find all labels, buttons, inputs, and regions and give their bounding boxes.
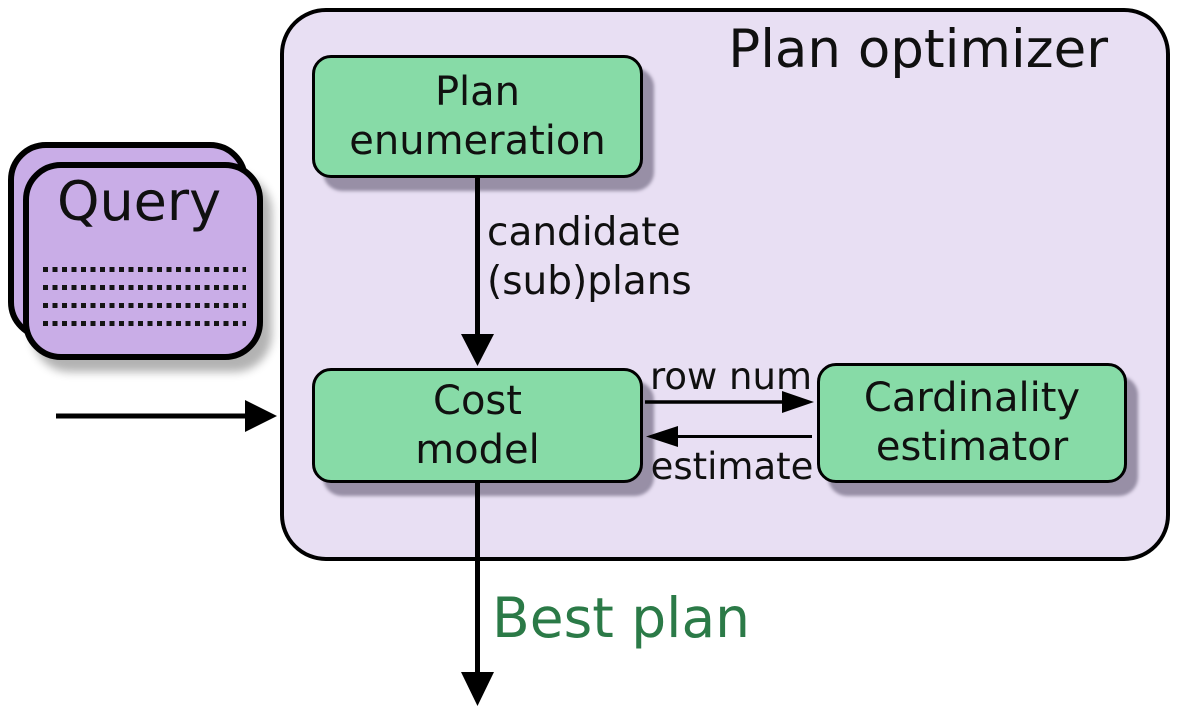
candidate-subplans-label-line2: (sub)plans bbox=[487, 259, 692, 305]
query-card: Query bbox=[23, 162, 263, 360]
node-cardinality-estimator: Cardinality estimator bbox=[817, 363, 1127, 483]
node-cost-model-line2: model bbox=[415, 426, 540, 473]
query-label: Query bbox=[56, 170, 222, 233]
plan-optimizer-title: Plan optimizer bbox=[728, 19, 1108, 80]
node-cardinality-estimator-line1: Cardinality bbox=[863, 375, 1081, 422]
query-to-optimizer-arrow bbox=[56, 400, 277, 432]
node-cost-model: Cost model bbox=[312, 368, 643, 483]
query-dotted-line bbox=[43, 321, 246, 326]
query-dotted-line bbox=[43, 285, 246, 290]
node-cost-model-line1: Cost bbox=[433, 377, 522, 424]
best-plan-label: Best plan bbox=[492, 586, 751, 650]
candidate-subplans-label: candidate (sub)plans bbox=[487, 208, 692, 306]
node-plan-enumeration-line1: Plan bbox=[434, 68, 521, 115]
node-cardinality-estimator-line2: estimator bbox=[875, 424, 1069, 470]
node-plan-enumeration: Plan enumeration bbox=[312, 55, 643, 178]
query-dotted-line bbox=[43, 267, 246, 272]
node-plan-enumeration-line2: enumeration bbox=[349, 117, 606, 164]
candidate-subplans-label-line1: candidate bbox=[487, 210, 681, 255]
row-num-label: row num bbox=[649, 355, 812, 398]
estimate-label: estimate bbox=[650, 445, 814, 488]
query-dotted-line bbox=[43, 303, 246, 308]
